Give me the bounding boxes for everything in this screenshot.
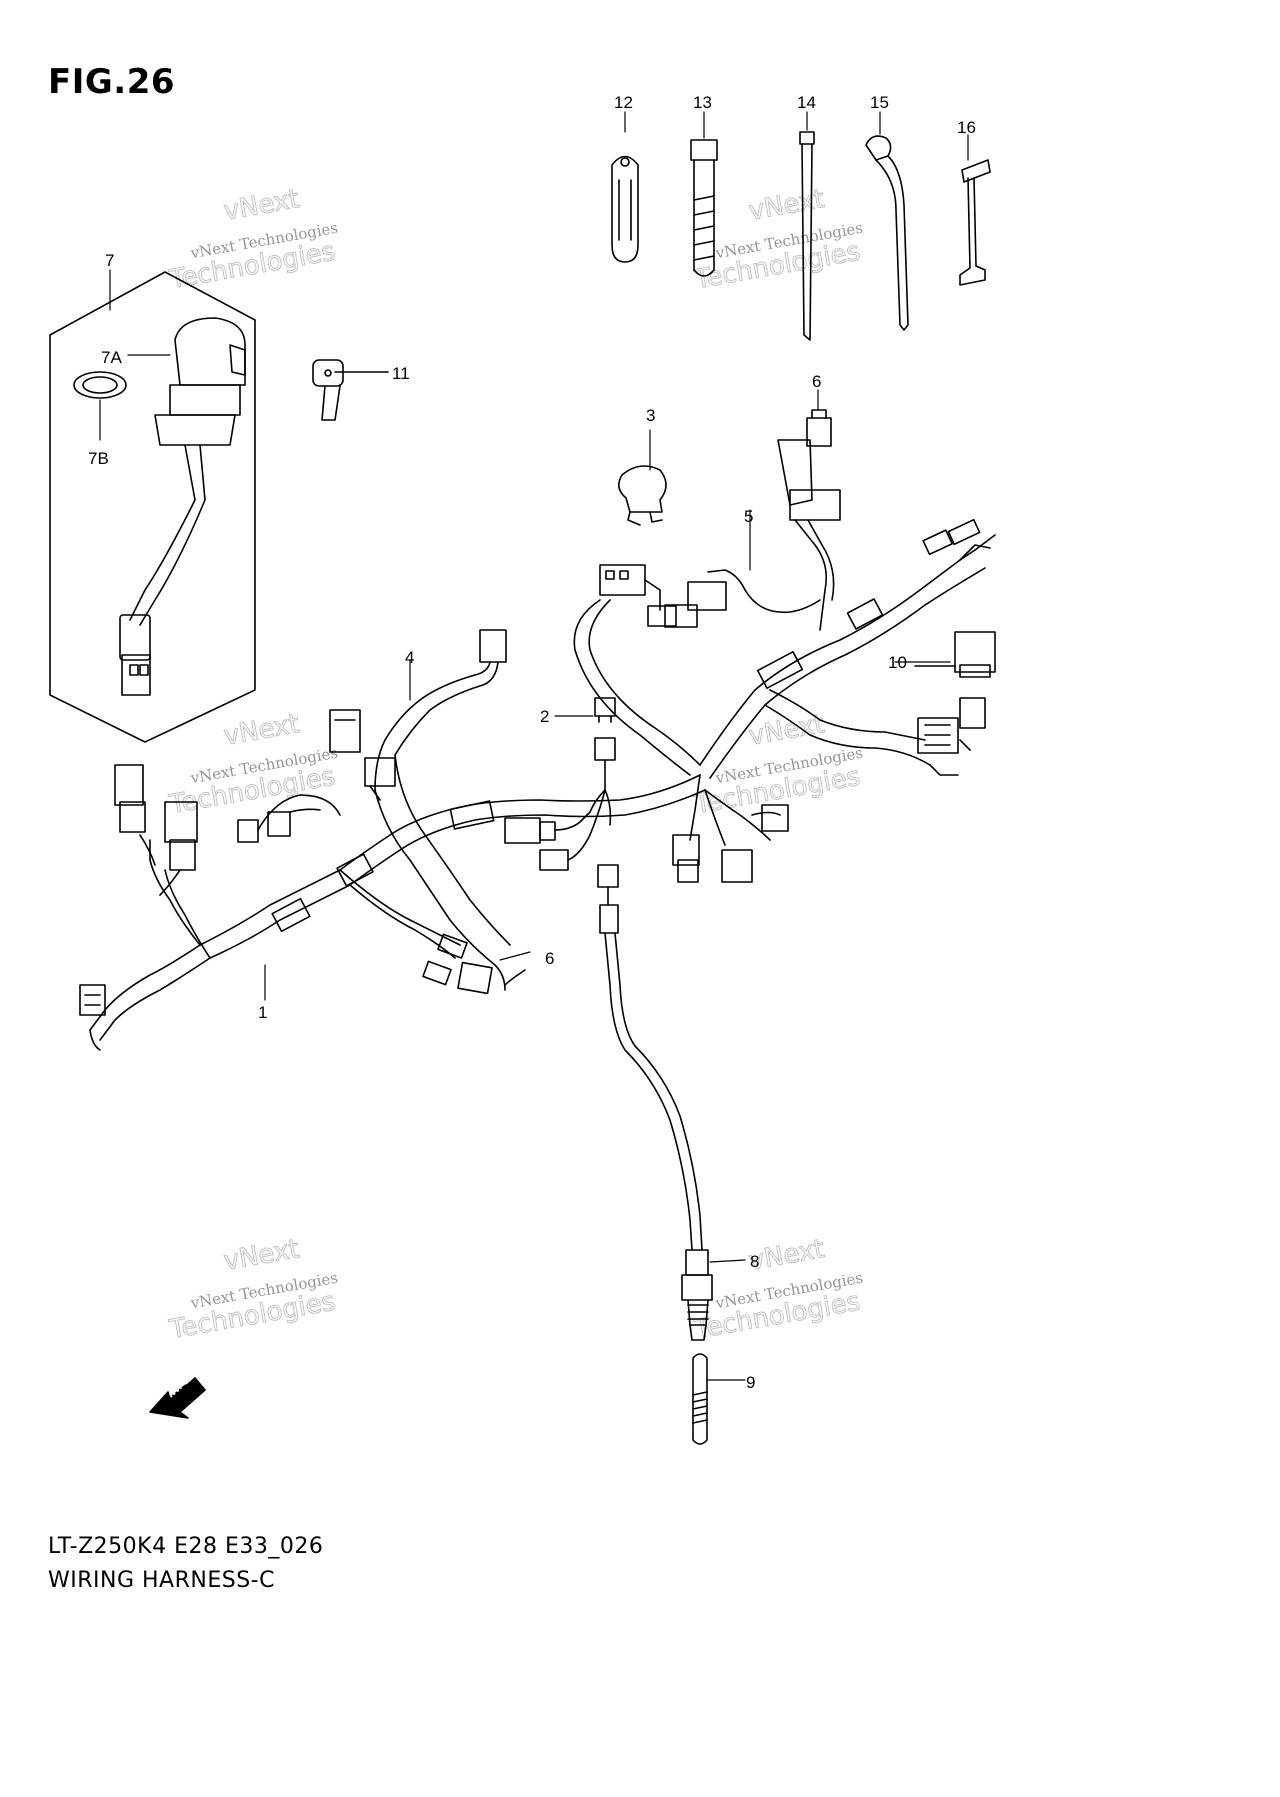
callout-14: 14 [797,93,816,112]
connector-block-right [917,697,986,776]
callout-11: 11 [392,364,410,383]
watermark: vNext vNext Technologies Technologies [166,184,339,296]
callout-labels: 12 13 14 15 16 7 7A 7B 11 3 6 5 4 2 10 6… [88,93,976,1392]
callout-5: 5 [744,507,753,526]
callout-7a: 7A [101,348,122,367]
callout-16: 16 [957,118,976,137]
callout-8: 8 [750,1252,759,1271]
part-2-relay [504,697,619,934]
svg-text:vNext: vNext [222,1234,302,1277]
callout-13: 13 [693,93,712,112]
part-14-cable-tie [799,131,815,341]
watermarks: vNext vNext Technologies Technologies vN… [166,184,864,1346]
watermark: vNext vNext Technologies Technologies [691,184,864,296]
watermark: vNext vNext Technologies Technologies [691,1234,864,1346]
part-7-ignition-switch-box [49,271,256,743]
part-13-cable-band [690,139,718,277]
watermark: vNext vNext Technologies Technologies [166,709,339,821]
part-6-sub-harness [339,869,526,995]
callout-7: 7 [105,251,114,270]
callout-6-fuse: 6 [812,372,821,391]
leader-lines [99,111,969,1381]
callout-9: 9 [746,1373,755,1392]
part-11-key [312,359,389,421]
part-6-fuse [806,409,832,447]
callout-6-harness: 6 [545,949,554,968]
callout-4: 4 [405,648,414,667]
part-9-pin [692,1353,708,1445]
part-4-sub-harness [329,629,511,991]
part-10-connector [914,631,996,678]
callout-1: 1 [258,1003,267,1022]
connector-cluster-top [599,564,677,627]
callout-12: 12 [614,93,633,112]
figure-code: LT-Z250K4 E28 E33_026 [48,1534,324,1559]
part-8-sensor [604,932,713,1341]
figure-name: WIRING HARNESS-C [48,1568,275,1593]
connector-cluster-center [672,774,789,883]
svg-text:vNext: vNext [222,709,302,752]
svg-text:vNext: vNext [747,184,827,227]
part-3-clamp [618,465,667,526]
callout-10: 10 [888,653,907,672]
callout-2: 2 [540,707,549,726]
part-5-fuse-holder [664,439,841,631]
figure-title: FIG.26 [48,62,176,102]
forward-arrow-icon [149,1377,206,1419]
callout-7b: 7B [88,449,109,468]
part-16-clamp [959,159,991,286]
part-15-clamp-tie [865,135,909,331]
part-12-clamp [611,155,639,263]
callout-15: 15 [870,93,889,112]
callout-3: 3 [646,406,655,425]
part-1-main-harness [79,518,996,1051]
watermark: vNext vNext Technologies Technologies [691,709,864,821]
watermark: vNext vNext Technologies Technologies [166,1234,339,1346]
svg-text:vNext: vNext [222,184,302,227]
